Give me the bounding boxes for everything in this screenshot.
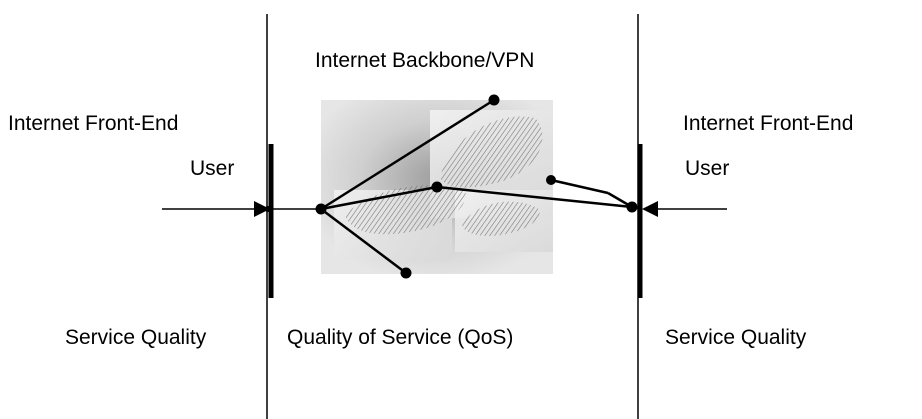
node-right-end — [626, 201, 638, 213]
node-middle — [431, 181, 443, 193]
label-user-right: User — [685, 157, 730, 180]
label-qos: Quality of Service (QoS) — [287, 326, 514, 349]
node-left-interface — [265, 206, 271, 212]
node-origin — [315, 203, 327, 215]
label-user-left: User — [190, 157, 235, 180]
arrow-left-user — [162, 201, 270, 217]
node-right-upper — [546, 175, 556, 185]
node-bottom — [400, 267, 412, 279]
label-backbone: Internet Backbone/VPN — [315, 49, 535, 72]
arrow-right-user — [642, 201, 727, 217]
label-front-end-left: Internet Front-End — [8, 112, 179, 135]
label-service-quality-right: Service Quality — [665, 326, 807, 349]
label-service-quality-left: Service Quality — [65, 326, 207, 349]
label-front-end-right: Internet Front-End — [683, 112, 854, 135]
connection-lines — [267, 98, 643, 274]
node-top — [488, 94, 500, 106]
